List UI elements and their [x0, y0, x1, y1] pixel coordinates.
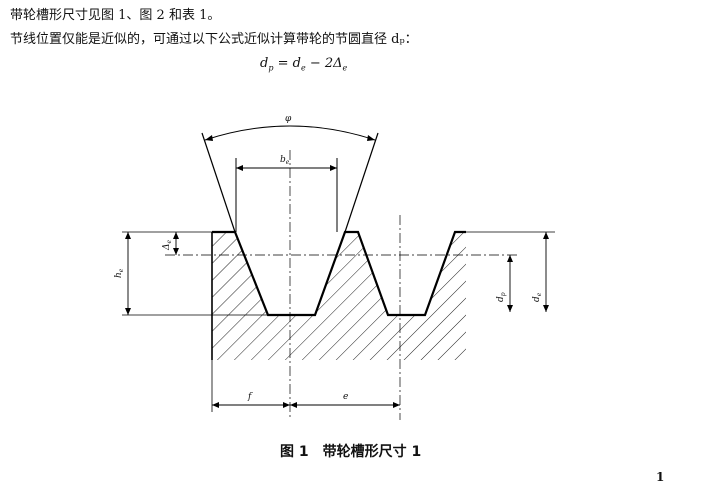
f-label: f	[247, 392, 253, 402]
he-label-main: h	[114, 272, 124, 278]
groove-profile	[212, 230, 466, 317]
phi-arc	[204, 125, 376, 141]
dimension-arrows	[125, 135, 549, 408]
delta-label: Δe	[162, 240, 173, 252]
phi-label: φ	[285, 114, 292, 124]
phi-right-line	[344, 132, 379, 233]
be-label-main: b	[280, 155, 286, 165]
phi-left-line	[201, 132, 236, 233]
be-label-sub: e	[286, 159, 290, 166]
formula-rhs2-sub: e	[342, 63, 348, 73]
figure-caption: 图 1 带轮槽形尺寸 1	[280, 444, 422, 460]
page-number: 1	[656, 470, 665, 484]
paragraph-line-1: 带轮槽形尺寸见图 1、图 2 和表 1。	[10, 8, 221, 23]
dp-label-main: d	[496, 296, 506, 302]
de-label-sub: e	[536, 292, 543, 296]
e-label: e	[343, 392, 348, 402]
pitch-diameter-formula: dp = de − 2Δe	[260, 56, 347, 73]
delta-label-sub: e	[166, 240, 173, 244]
formula-eq: =	[273, 56, 293, 71]
he-label: he	[114, 268, 125, 278]
formula-lhs-sub: p	[268, 63, 274, 73]
he-label-sub: e	[118, 268, 125, 272]
delta-label-main: Δ	[162, 244, 172, 252]
dp-label-sub: p	[500, 292, 507, 296]
de-label-main: d	[532, 296, 542, 302]
pulley-body-hatched	[212, 232, 466, 360]
formula-op: − 2Δ	[305, 56, 343, 71]
be-label: be	[280, 155, 290, 166]
de-label: de	[532, 292, 543, 302]
paragraph-line-2: 节线位置仅能是近似的，可通过以下公式近似计算带轮的节圆直径 dₚ：	[10, 32, 418, 47]
dp-label: dp	[496, 292, 507, 302]
formula-rhs1: d	[292, 56, 301, 71]
formula-lhs: d	[260, 56, 269, 71]
formula-rhs1-sub: e	[300, 63, 306, 73]
